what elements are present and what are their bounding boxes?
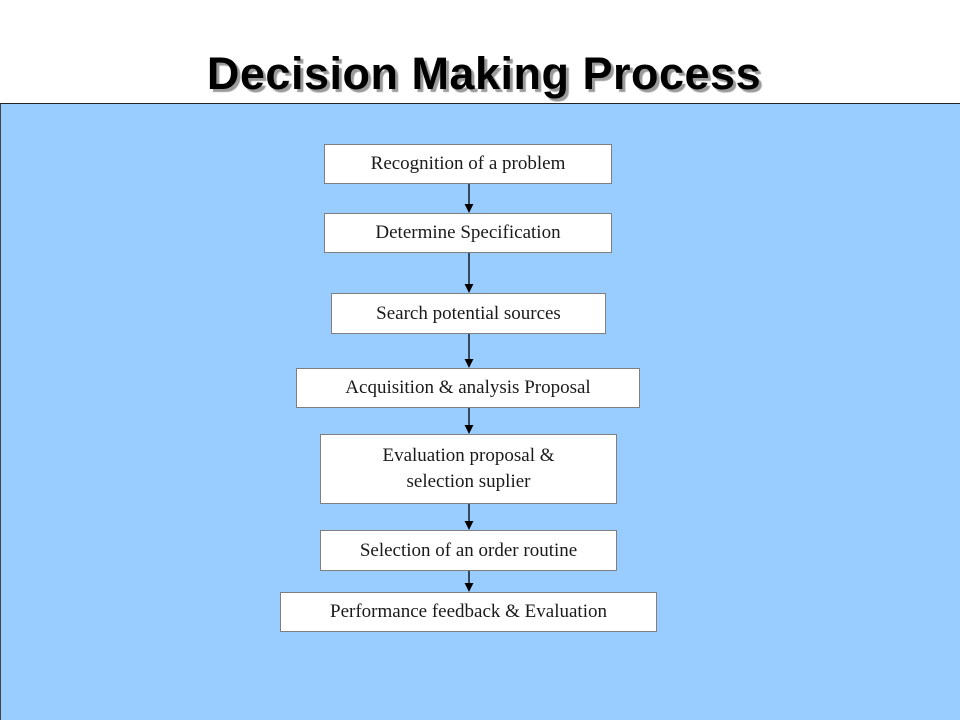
step-label: Acquisition & analysis Proposal xyxy=(345,377,591,398)
step-label: Selection of an order routine xyxy=(359,539,578,561)
step-label: Evaluation proposal & selection suplier xyxy=(382,445,555,492)
step-selection-order-routine: Selection of an order routine xyxy=(320,530,617,571)
step-label: Recognition of a problem xyxy=(370,153,566,174)
step-label: Performance feedback & Evaluation xyxy=(330,601,607,622)
step-search-potential-sources: Search potential sources xyxy=(331,293,606,334)
step-recognition-of-problem: Recognition of a problem xyxy=(324,144,612,184)
step-label: Determine Specification xyxy=(375,222,561,243)
step-acquisition-analysis-proposal: Acquisition & analysis Proposal xyxy=(296,368,640,408)
step-label: Search potential sources xyxy=(376,302,561,324)
step-evaluation-proposal-selection-supplier: Evaluation proposal & selection suplier xyxy=(320,434,617,504)
step-determine-specification: Determine Specification xyxy=(324,213,612,253)
slide-title: Decision Making Process xyxy=(206,48,762,99)
step-performance-feedback-evaluation: Performance feedback & Evaluation xyxy=(280,592,657,632)
